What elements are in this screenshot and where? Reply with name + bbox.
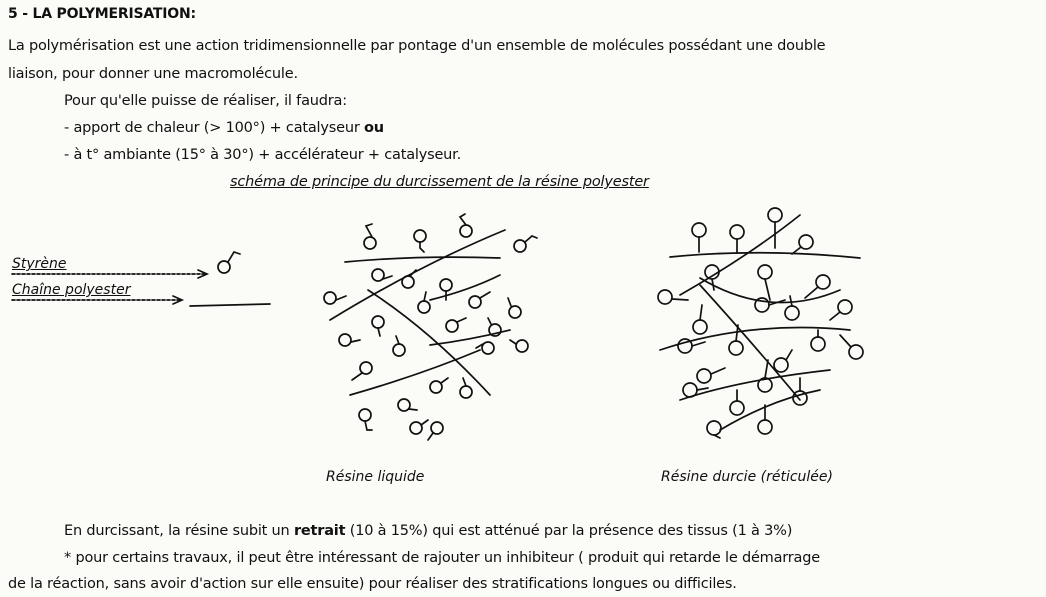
shrinkage-line: En durcissant, la résine subit un retrai… [64, 523, 792, 539]
condition-1: - apport de chaleur (> 100°) + catalyseu… [64, 120, 384, 136]
condition-2: - à t° ambiante (15° à 30°) + accélérate… [64, 147, 462, 163]
cured-resin-label: Résine durcie (réticulée) [661, 469, 833, 485]
polyester-chain-label: Chaîne polyester [12, 282, 131, 298]
section-title: 5 - LA POLYMERISATION: [8, 6, 196, 22]
conditions-intro: Pour qu'elle puisse de réaliser, il faud… [64, 93, 347, 109]
condition-1-or: ou [364, 120, 384, 136]
shrinkage-bold: retrait [293, 523, 346, 539]
inhibitor-line-2: de la réaction, sans avoir d'action sur … [8, 576, 737, 592]
liquid-resin-label: Résine liquide [326, 469, 425, 485]
polyester-chain-symbol [189, 303, 271, 307]
legend-graphics [11, 250, 271, 307]
definition-line-1: La polymérisation est une action tridime… [8, 38, 826, 54]
definition-line-2: liaison, pour donner une macromolécule. [8, 66, 298, 82]
schema-caption: schéma de principe du durcissement de la… [230, 174, 649, 190]
styrene-symbol [217, 250, 241, 274]
liquid-resin-diagram [323, 213, 538, 441]
shrinkage-before: En durcissant, la résine subit un [64, 523, 290, 539]
condition-1-text: - apport de chaleur (> 100°) + catalyseu… [64, 120, 360, 136]
styrene-label: Styrène [12, 256, 67, 272]
inhibitor-line-1: * pour certains travaux, il peut être in… [64, 550, 820, 566]
cured-resin-diagram [657, 207, 864, 439]
shrinkage-after: (10 à 15%) qui est atténué par la présen… [349, 523, 793, 539]
